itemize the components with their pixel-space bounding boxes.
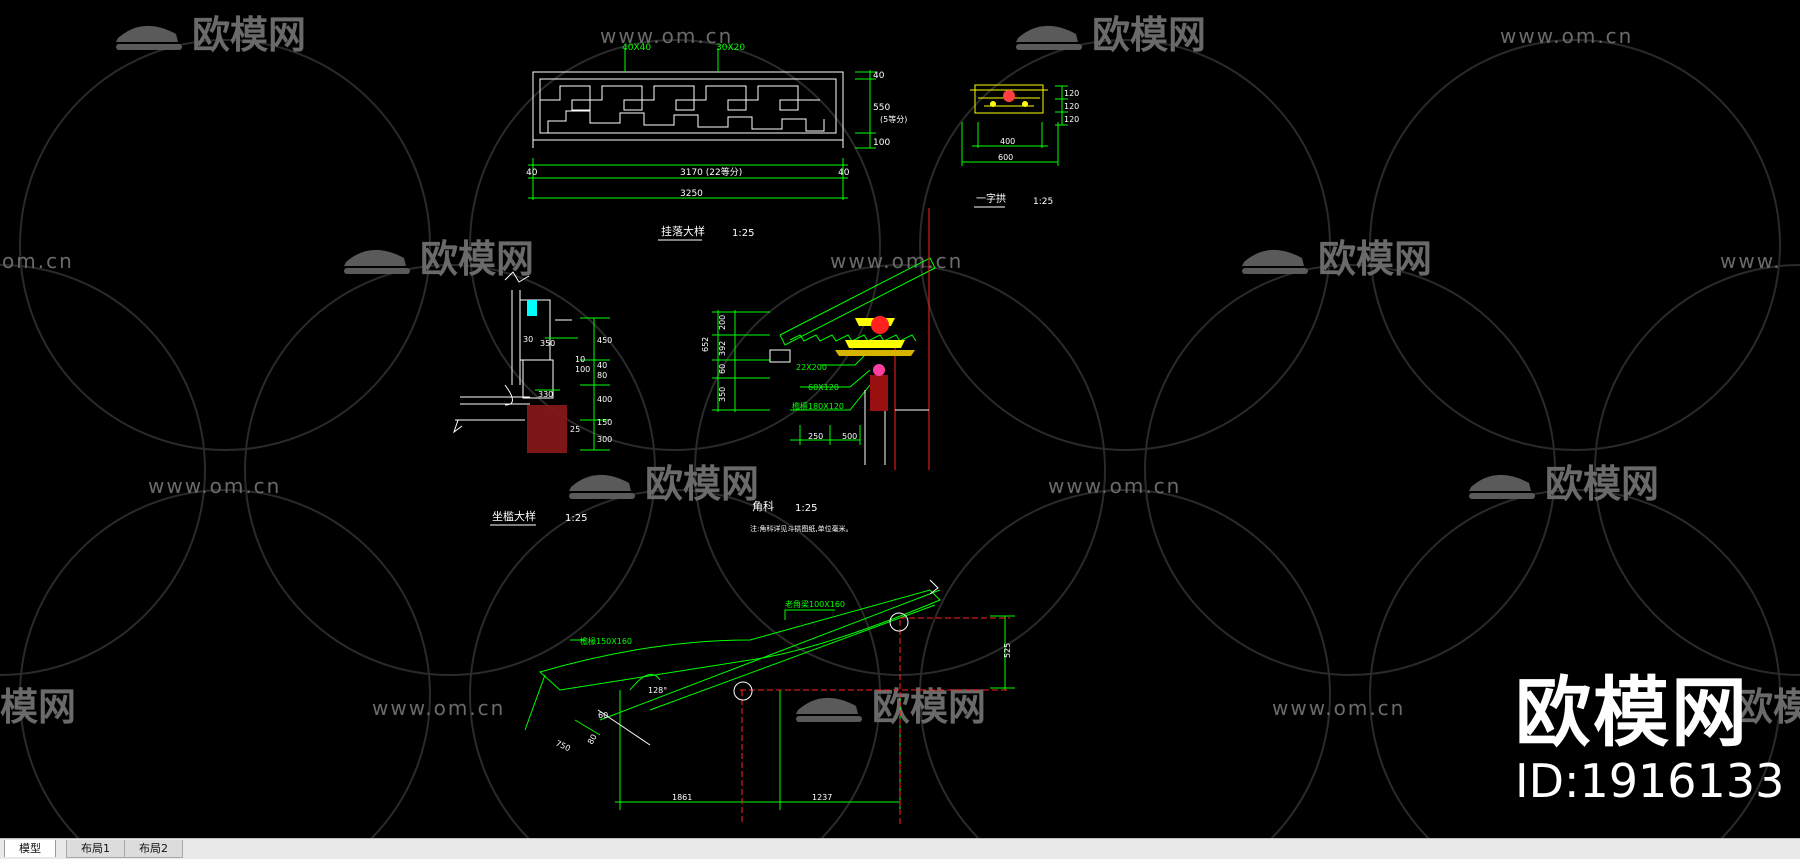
wm-brand: 欧模网 — [645, 462, 759, 506]
wm-brand: 欧模网 — [420, 237, 534, 281]
dim-text: 392 — [718, 341, 727, 356]
eave-bracket — [835, 316, 915, 411]
corner-rafter-plan: 檐椽150X160 老角梁100X160 525 128° 750 60 80 … — [524, 579, 1015, 825]
drawing-title: 坐槛大样 — [492, 509, 536, 523]
watermark-id-block: 欧模网 ID:1916133 — [1515, 673, 1784, 809]
wm-brand: 欧模网 — [872, 685, 986, 729]
wm-url: www.om.cn — [1048, 474, 1181, 498]
tab-layout2[interactable]: 布局2 — [124, 840, 183, 858]
dim-text: 150 — [597, 418, 612, 427]
dim-text: 25 — [570, 425, 580, 434]
dim-text: 3170 (22等分) — [680, 166, 742, 178]
tab-model[interactable]: 模型 — [4, 840, 56, 857]
railing-dim-lines — [528, 48, 876, 200]
eave-section: 652 200 392 60 350 22X200 60X120 檐檩180X1… — [701, 208, 936, 533]
drawing-note: 注:角科详见斗拱图纸,单位毫米。 — [750, 524, 853, 533]
drawing-scale: 1:25 — [1033, 197, 1053, 207]
wm-url: www.om.cn — [148, 474, 281, 498]
dim-text: 400 — [1000, 137, 1015, 146]
dim-text: 450 — [597, 336, 612, 345]
dim-text: 750 — [554, 739, 572, 754]
dim-text: 40 — [838, 168, 850, 178]
dim-text: 3250 — [680, 189, 703, 199]
dim-text: 40 — [597, 361, 607, 370]
dim-text: 40 — [526, 168, 538, 178]
dim-text: 30 — [523, 335, 533, 344]
beam-label: 檐檩180X120 — [792, 401, 844, 411]
watermark-texts: 欧模网 www.om.cn 欧模网 www.om.cn om.cn 欧模网 ww… — [0, 13, 1800, 729]
wm-url: www.om.cn — [830, 249, 963, 273]
dim-text: 40X40 — [622, 43, 651, 53]
drawing-scale: 1:25 — [795, 503, 817, 514]
dim-text: 80 — [586, 733, 599, 746]
watermark-brand-large: 欧模网 — [1515, 668, 1749, 757]
dim-text: 400 — [597, 395, 612, 404]
watermark-circles — [0, 39, 1800, 859]
wm-url: www.om.cn — [1272, 696, 1405, 720]
dim-text: 652 — [701, 337, 710, 352]
railing-elevation — [532, 71, 844, 148]
railing-title: 挂落大样 1:25 — [661, 224, 754, 239]
layout-tab-bar: 模型 布局1 布局2 — [0, 838, 1800, 859]
drawing-title: 角科 — [752, 499, 774, 513]
wm-brand: 欧模网 — [192, 13, 306, 57]
wm-url: www.om.cn — [1500, 24, 1633, 48]
dim-text: 10 — [575, 355, 585, 364]
dim-text: 120 — [1064, 102, 1079, 111]
dim-text: (5等分) — [880, 114, 907, 124]
drawing-scale: 1:25 — [565, 513, 587, 524]
wm-url-cut: www. — [1720, 249, 1782, 273]
dim-text: 40 — [873, 71, 885, 81]
wm-url: www.om.cn — [600, 24, 733, 48]
railing-dim-texts: 40X40 30X20 40 40 3170 (22等分) 3250 550 4… — [526, 43, 907, 199]
dim-text: 350 — [718, 387, 727, 402]
dim-text: 60 — [718, 364, 727, 374]
dim-text: 100 — [575, 365, 590, 374]
rafter-label: 檐椽150X160 — [580, 636, 632, 646]
drawing-svg: 欧模网 www.om.cn 欧模网 www.om.cn om.cn 欧模网 ww… — [0, 13, 1800, 859]
rafter-label: 老角梁100X160 — [785, 599, 845, 609]
dim-text: 350 — [540, 339, 555, 348]
dim-text: 250 — [808, 432, 823, 441]
dim-text: 128° — [648, 686, 667, 695]
wm-brand-cut: 模网 — [0, 685, 76, 729]
dim-text: 550 — [873, 103, 890, 113]
dim-text: 525 — [1003, 643, 1012, 658]
dim-text: 120 — [1064, 89, 1079, 98]
seat-section: 30 350 330 450 40 80 400 150 300 100 25 … — [453, 271, 612, 526]
wm-brand-cut: 欧模 — [1735, 685, 1800, 729]
tab-layout1[interactable]: 布局1 — [66, 840, 125, 858]
dim-text: 80 — [597, 371, 607, 380]
bracket-detail: 120 120 120 400 600 一字拱 1:25 — [961, 84, 1079, 208]
dim-text: 100 — [873, 138, 890, 148]
watermark-id: ID:1916133 — [1515, 754, 1785, 808]
watermark-logo-icons — [116, 25, 1535, 722]
wm-url: www.om.cn — [372, 696, 505, 720]
dim-text: 1861 — [672, 793, 692, 802]
dim-text: 120 — [1064, 115, 1079, 124]
dim-text: 200 — [718, 315, 727, 330]
dim-text: 600 — [998, 153, 1013, 162]
drawing-scale: 1:25 — [732, 228, 754, 239]
drawing-title: 一字拱 — [976, 192, 1006, 205]
dim-text: 30X20 — [716, 43, 745, 53]
wm-brand: 欧模网 — [1092, 13, 1206, 57]
wm-brand: 欧模网 — [1318, 237, 1432, 281]
drawing-title: 挂落大样 — [661, 224, 705, 238]
beam-label: 22X200 — [796, 363, 827, 372]
dim-text: 300 — [597, 435, 612, 444]
dim-text: 330 — [538, 390, 553, 399]
dim-text: 60 — [598, 711, 608, 720]
wm-url-cut: om.cn — [2, 249, 74, 273]
wm-brand: 欧模网 — [1545, 462, 1659, 506]
beam-label: 60X120 — [808, 383, 839, 392]
dim-text: 500 — [842, 432, 857, 441]
dim-text: 1237 — [812, 793, 832, 802]
